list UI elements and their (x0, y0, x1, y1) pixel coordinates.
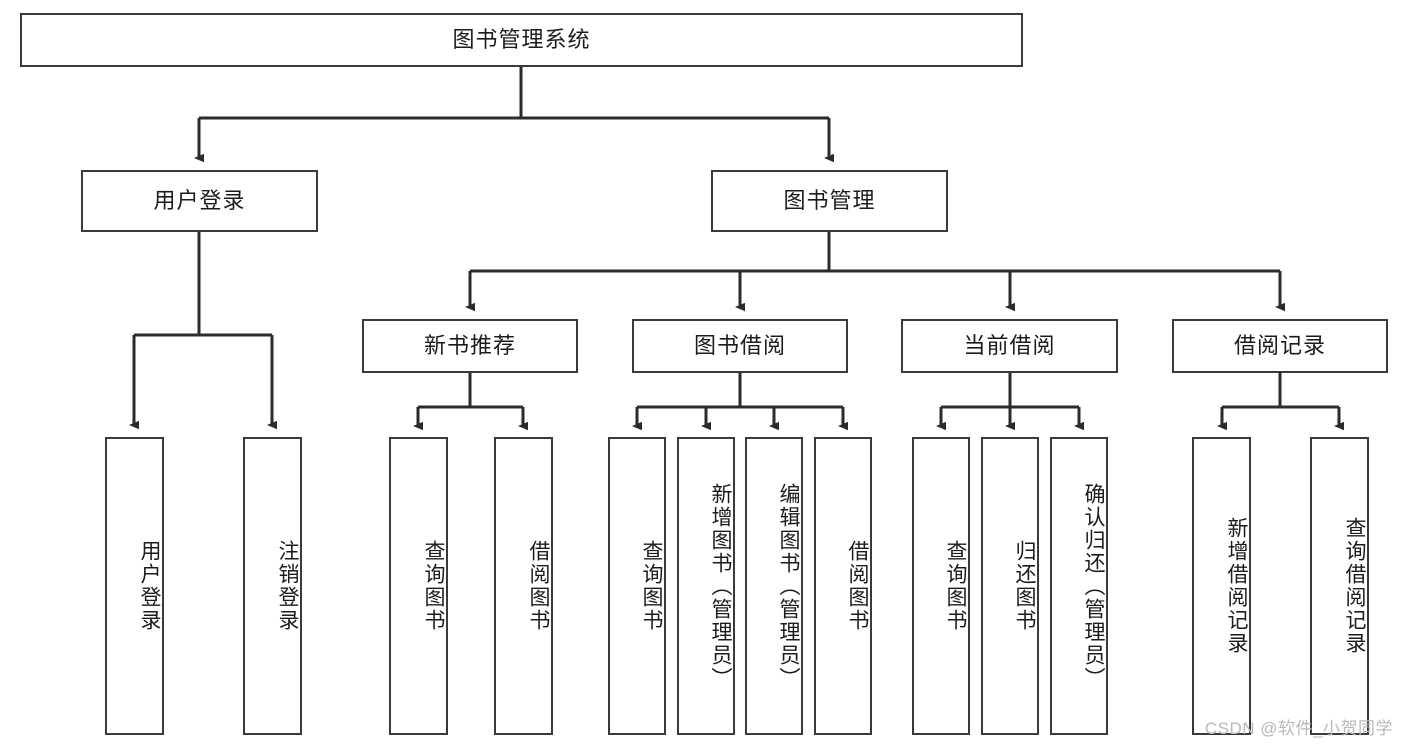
node-leaf-add-book[interactable]: 新增图书（管理员） (677, 437, 735, 735)
node-user-login[interactable]: 用户登录 (81, 170, 318, 232)
node-label: 新增图书（管理员） (709, 482, 732, 690)
node-label: 新增借阅记录 (1225, 517, 1248, 655)
node-new-book-recommend[interactable]: 新书推荐 (362, 319, 578, 373)
node-current-borrow[interactable]: 当前借阅 (901, 319, 1118, 373)
node-leaf-query-book-3[interactable]: 查询图书 (912, 437, 970, 735)
node-label: 归还图书 (1013, 540, 1036, 632)
node-label: 图书管理 (783, 187, 876, 213)
node-label: 用户登录 (153, 187, 246, 213)
node-leaf-confirm-return[interactable]: 确认归还（管理员） (1050, 437, 1108, 735)
node-leaf-return-book[interactable]: 归还图书 (981, 437, 1039, 735)
node-leaf-user-login[interactable]: 用户登录 (105, 437, 164, 735)
node-label: 用户登录 (138, 540, 161, 632)
node-label: 查询图书 (944, 540, 967, 632)
node-book-management-system[interactable]: 图书管理系统 (20, 13, 1023, 67)
node-label: 查询图书 (640, 540, 663, 632)
node-label: 当前借阅 (963, 332, 1056, 358)
node-label: 查询借阅记录 (1343, 517, 1366, 655)
node-label: 借阅记录 (1233, 332, 1326, 358)
node-leaf-add-record[interactable]: 新增借阅记录 (1192, 437, 1251, 735)
csdn-watermark: CSDN @软件_小贺同学 (1204, 719, 1393, 738)
node-label: 借阅图书 (527, 540, 550, 632)
node-label: 确认归还（管理员） (1082, 482, 1105, 690)
node-borrow-record[interactable]: 借阅记录 (1172, 319, 1388, 373)
node-leaf-query-record[interactable]: 查询借阅记录 (1310, 437, 1369, 735)
node-label: 借阅图书 (846, 540, 869, 632)
node-leaf-borrow-book-1[interactable]: 借阅图书 (494, 437, 553, 735)
node-leaf-logout-login[interactable]: 注销登录 (243, 437, 302, 735)
node-leaf-query-book-2[interactable]: 查询图书 (608, 437, 666, 735)
node-label: 图书借阅 (693, 332, 786, 358)
node-leaf-borrow-book-2[interactable]: 借阅图书 (814, 437, 872, 735)
node-book-borrow[interactable]: 图书借阅 (632, 319, 848, 373)
node-label: 查询图书 (422, 540, 445, 632)
node-label: 新书推荐 (423, 332, 516, 358)
node-leaf-edit-book[interactable]: 编辑图书（管理员） (745, 437, 803, 735)
node-label: 编辑图书（管理员） (777, 482, 800, 690)
node-label: 图书管理系统 (452, 26, 591, 52)
node-label: 注销登录 (276, 540, 299, 632)
node-leaf-query-book-1[interactable]: 查询图书 (389, 437, 448, 735)
node-book-manage[interactable]: 图书管理 (711, 170, 948, 232)
